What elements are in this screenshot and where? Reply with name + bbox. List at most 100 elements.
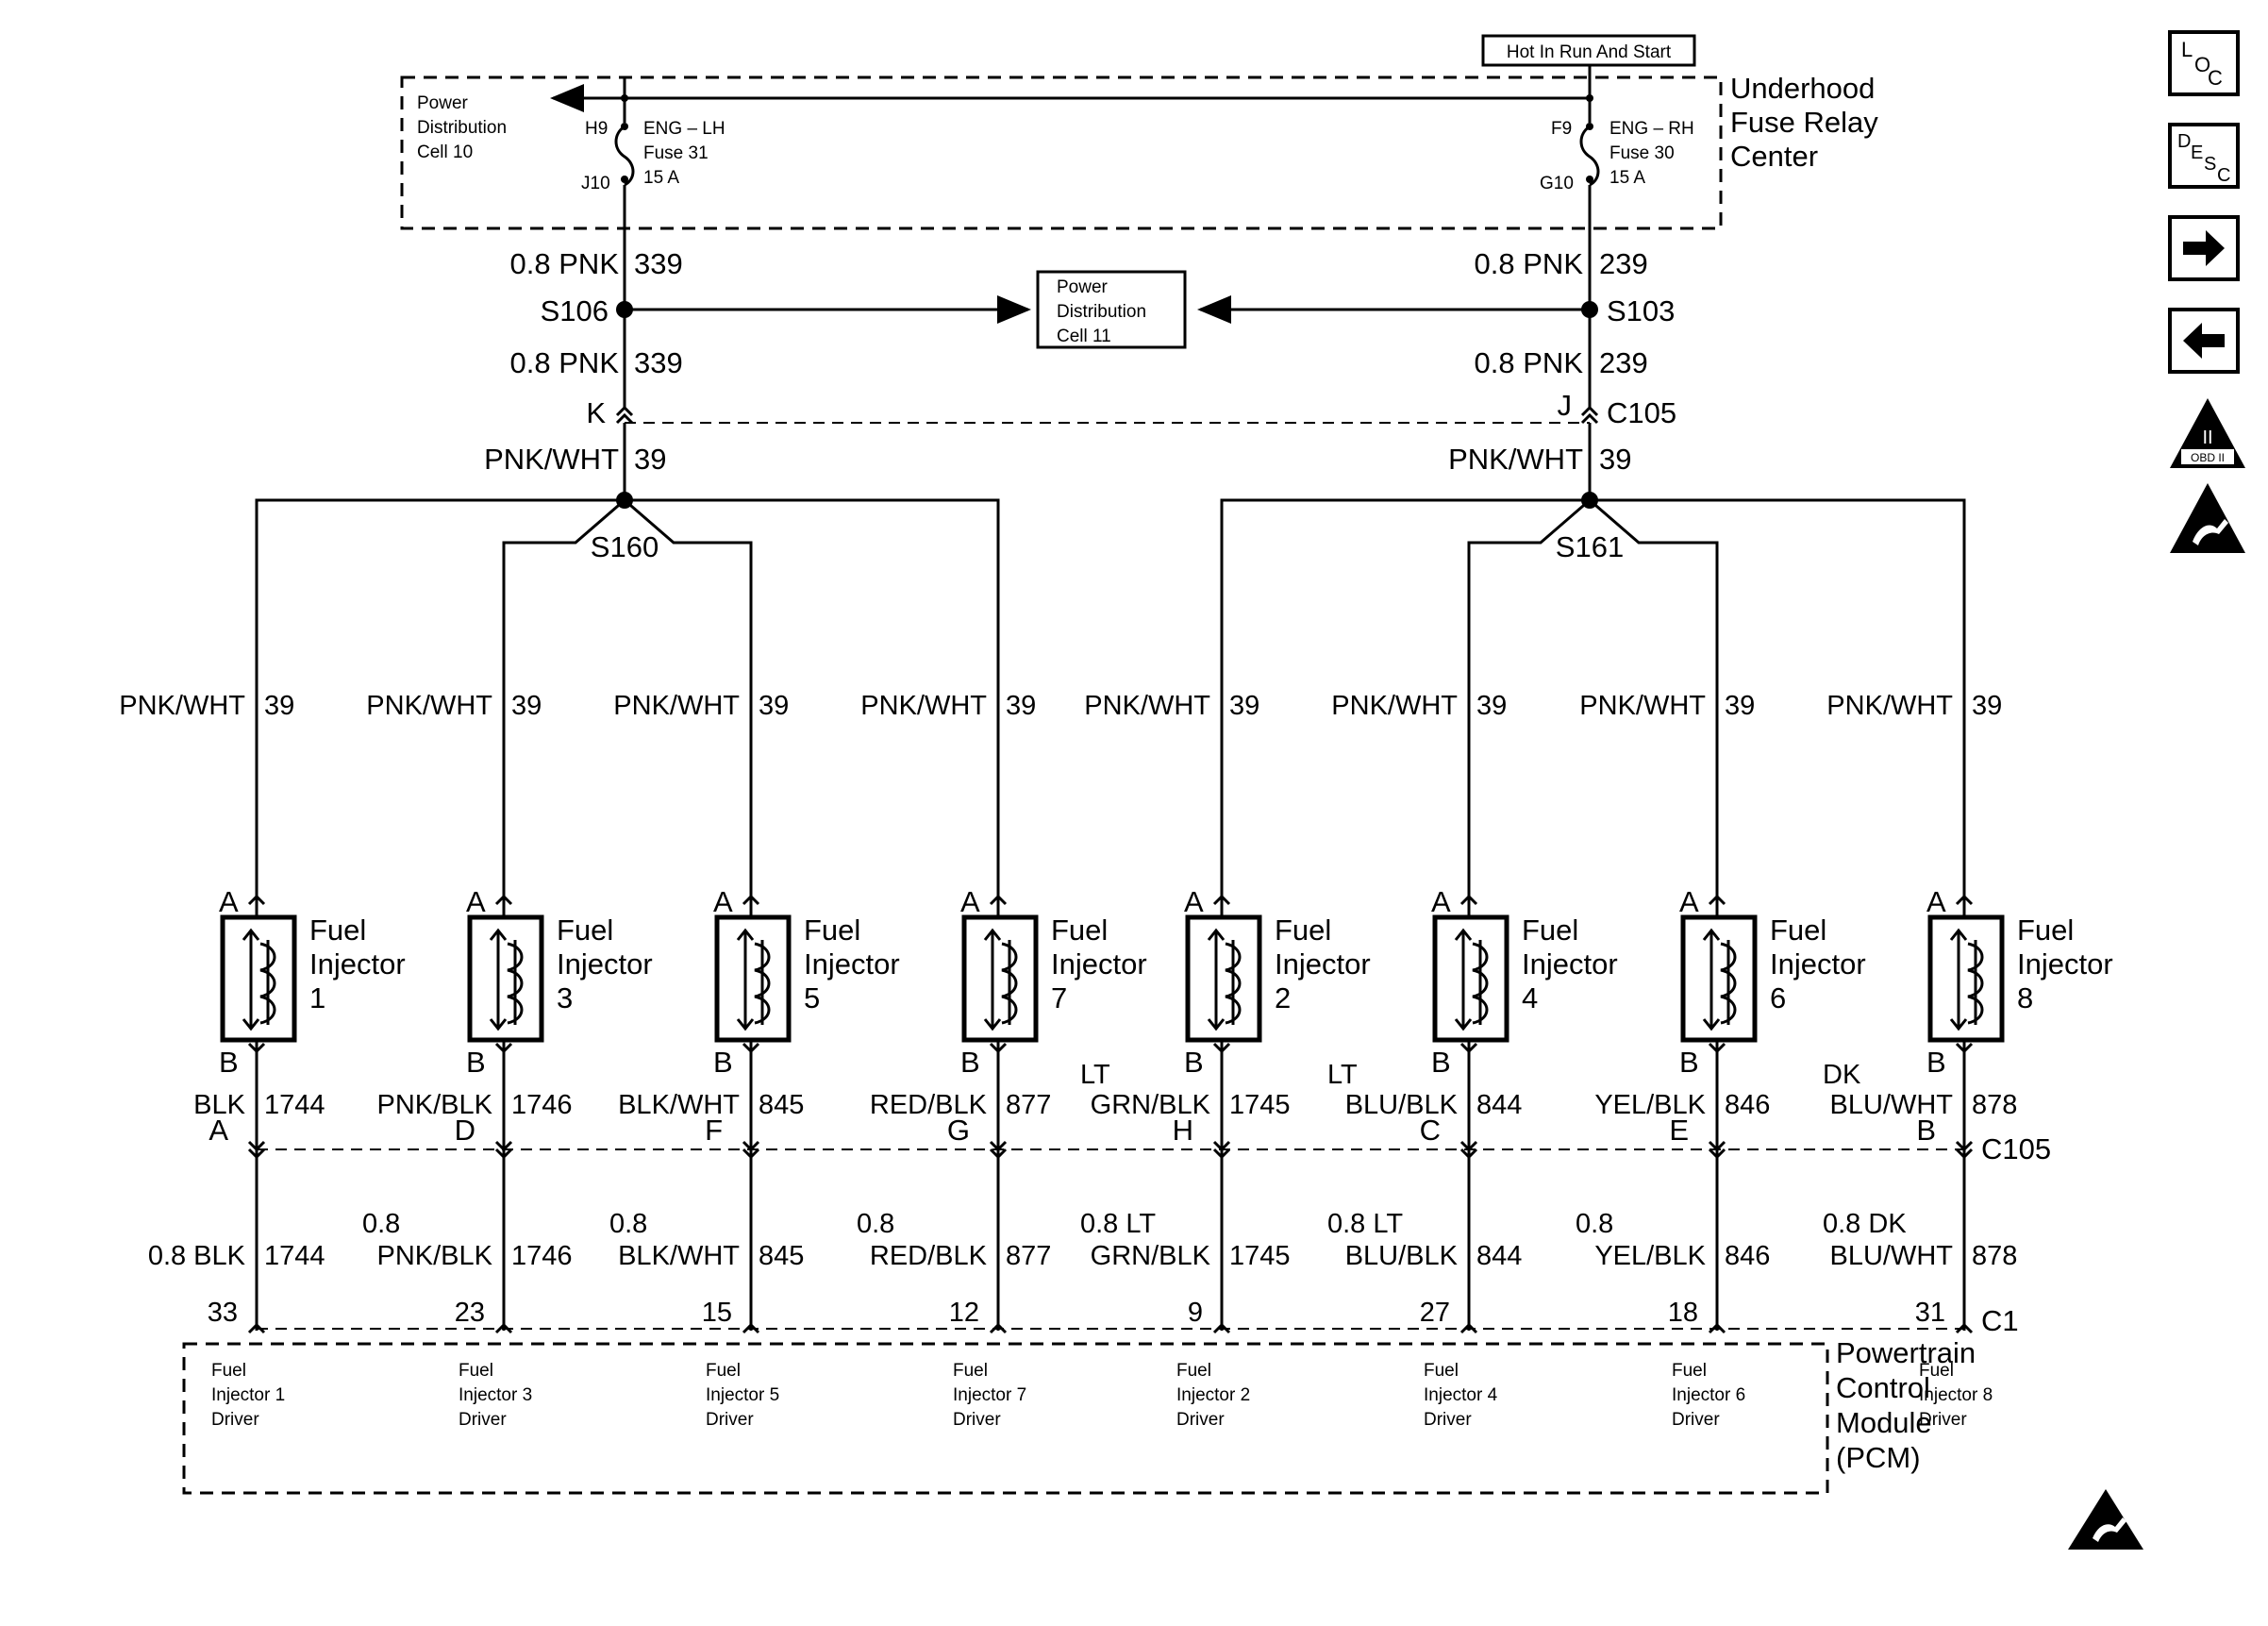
- pin-a-label: A: [1679, 885, 1699, 918]
- driver-label-line: Driver: [953, 1410, 1001, 1430]
- wire-prefix: DK: [1823, 1060, 1861, 1090]
- pin-a-label: A: [713, 885, 733, 918]
- wire-color: BLU/WHT: [1830, 1090, 1954, 1120]
- arrow-right-icon[interactable]: [2168, 215, 2240, 281]
- pcm-wire-color: BLU/BLK: [1345, 1241, 1459, 1271]
- underhood-fuse-relay-center: Underhood Fuse Relay Center Hot In Run A…: [400, 34, 1878, 230]
- injector-coil-icon: [1225, 942, 1242, 1025]
- c105-pin: C: [1420, 1114, 1441, 1147]
- pd-cell11-line1: Power: [1057, 277, 1109, 297]
- location-icon[interactable]: L O C: [2168, 30, 2240, 96]
- c1-pcm-connector: C1: [257, 1304, 2019, 1337]
- arrow-left-icon[interactable]: [2168, 308, 2240, 374]
- pin-a-label: A: [960, 885, 980, 918]
- pcm-pin: 23: [455, 1298, 485, 1328]
- wire-color: BLK/WHT: [618, 1090, 740, 1120]
- driver-label-line: Injector 8: [1919, 1385, 1993, 1405]
- branch-wire-label: PNK/WHT: [1579, 691, 1706, 721]
- svg-text:C: C: [2208, 66, 2223, 90]
- c1-label: C1: [1981, 1304, 2019, 1337]
- c105-pin: A: [208, 1114, 228, 1147]
- injector-word-label: Injector: [1051, 947, 1147, 981]
- pcm-pin: 27: [1420, 1298, 1450, 1328]
- pcm-wire-circuit: 846: [1725, 1241, 1770, 1271]
- driver-label-line: Fuel: [1176, 1361, 1211, 1381]
- pcm-pin: 9: [1188, 1298, 1203, 1328]
- wire-prefix: LT: [1327, 1060, 1358, 1090]
- driver-label-line: Fuel: [1672, 1361, 1707, 1381]
- branch-circuit-label: 39: [511, 691, 542, 721]
- injector-number: 5: [804, 981, 820, 1014]
- branch-wire-label: PNK/WHT: [1826, 691, 1953, 721]
- injector-coil-icon: [1967, 942, 1984, 1025]
- svg-text:L: L: [2181, 38, 2193, 61]
- c1-terminal: [494, 1322, 513, 1334]
- injector-fuel-label: Fuel: [557, 914, 613, 947]
- pin-a-label: A: [466, 885, 486, 918]
- pcm-title-4: (PCM): [1836, 1441, 1921, 1474]
- pcm-wire-prefix: 0.8 LT: [1327, 1209, 1403, 1239]
- c1-terminal: [1212, 1322, 1231, 1334]
- pcm-wire-prefix: 0.8 DK: [1823, 1209, 1907, 1239]
- hot-in-run-box: [1481, 34, 1696, 67]
- fuse-31: H9 J10 ENG – LH Fuse 31 15 A: [581, 77, 725, 193]
- pcm-wire-prefix: 0.8: [857, 1209, 894, 1239]
- fuse-rh-name: ENG – RH: [1609, 119, 1694, 139]
- pd-cell11: Power Distribution Cell 11: [1036, 270, 1187, 349]
- injector-body: [961, 914, 1039, 1043]
- description-icon[interactable]: D E S C: [2168, 123, 2240, 189]
- pd-cell10-line2: Distribution: [417, 118, 507, 138]
- injector-number: 1: [309, 981, 325, 1014]
- c105-pin: H: [1173, 1114, 1193, 1147]
- injector-number: 8: [2017, 981, 2033, 1014]
- injector-fuel-label: Fuel: [2017, 914, 2074, 947]
- branch-circuit-label: 39: [264, 691, 294, 721]
- obd-ii-icon[interactable]: II OBD II: [2168, 396, 2247, 470]
- wire-color: GRN/BLK: [1091, 1090, 1211, 1120]
- bus-right-wire: PNK/WHT: [1448, 443, 1583, 476]
- fuse-lh-pin-in: H9: [585, 119, 608, 139]
- c105-top-connector: C105: [615, 396, 1676, 429]
- injector-number: 7: [1051, 981, 1067, 1014]
- svg-text:D: D: [2177, 131, 2191, 152]
- c1-terminal: [247, 1322, 266, 1334]
- pcm-wire-circuit: 1745: [1229, 1241, 1291, 1271]
- injector-fuel-label: Fuel: [309, 914, 366, 947]
- fanout-left: [255, 498, 1000, 897]
- injector-coil-icon: [1472, 942, 1489, 1025]
- esd-warning-icon[interactable]: [2168, 481, 2247, 555]
- pin-b-label: B: [713, 1046, 733, 1079]
- driver-label-line: Fuel: [1424, 1361, 1459, 1381]
- injector-fuel-label: Fuel: [1522, 914, 1578, 947]
- pd-cell10-line1: Power: [417, 93, 469, 113]
- pin-a-label: A: [1431, 885, 1451, 918]
- pcm-wire-prefix: 0.8 LT: [1080, 1209, 1156, 1239]
- wire-circuit: 877: [1006, 1090, 1051, 1120]
- bus-left-wire: PNK/WHT: [484, 443, 619, 476]
- pcm-wire-circuit: 1744: [264, 1241, 325, 1271]
- hot-in-run-label: Hot In Run And Start: [1507, 42, 1672, 62]
- wire-circuit: 844: [1476, 1090, 1522, 1120]
- fanout-right: [1220, 498, 1966, 897]
- injector-flow: [1702, 928, 1721, 1031]
- pcm-wire-color: PNK/BLK: [377, 1241, 493, 1271]
- svg-text:C: C: [2217, 165, 2230, 185]
- fuse-rh-pin-out: G10: [1540, 174, 1574, 193]
- driver-label-line: Fuel: [1919, 1361, 1954, 1381]
- driver-label-line: Fuel: [953, 1361, 988, 1381]
- left-feed-circuit-upper: 339: [634, 247, 683, 280]
- pd-cell11-line3: Cell 11: [1057, 327, 1111, 346]
- driver-label-line: Injector 2: [1176, 1385, 1250, 1405]
- driver-label-line: Injector 7: [953, 1385, 1026, 1405]
- pcm-wire-prefix: 0.8: [362, 1209, 400, 1239]
- injector-word-label: Injector: [1275, 947, 1371, 981]
- injector-word-label: Injector: [804, 947, 900, 981]
- pcm-wire-circuit: 845: [759, 1241, 804, 1271]
- fuse-rh-rating: 15 A: [1609, 168, 1645, 188]
